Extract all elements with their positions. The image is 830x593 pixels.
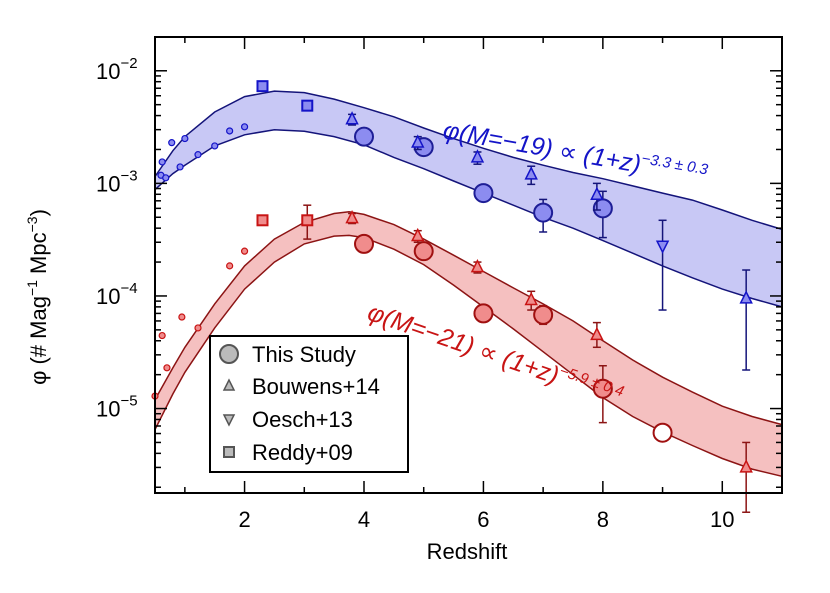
x-tick-label: 2 [238,507,250,532]
legend-label-bouwens: Bouwens+14 [252,374,380,399]
legend-markers [219,344,239,458]
marker-bouwens-14-red-6 [345,209,359,224]
annotation-blue-exponent: −3.3 ± 0.3 [640,150,710,178]
legend-label-this-study: This Study [252,342,356,367]
marker-small-dots-red-13 [178,313,186,321]
marker-bouwens-14-blue-2 [470,149,485,163]
marker-bouwens-14-red-11 [739,459,753,473]
marker-this-study-red-9 [592,378,613,399]
legend: This Study Bouwens+14 Oesch+13 Reddy+09 [209,335,409,473]
band-fill-blue [155,91,782,307]
points-layer [151,80,753,513]
marker-reddy-09-blue-0 [256,80,269,93]
y-tick-label: 10−2 [96,55,138,84]
marker-small-dots-blue-7 [211,142,219,150]
marker-this-study-blue-3 [533,202,554,223]
marker-oesch-13-blue-0 [655,240,670,254]
errorbar-oesch-13-blue-0 [658,219,667,311]
errorbar-bouwens-14-red-11 [742,441,751,513]
marker-small-dots-red-12 [163,364,171,372]
marker-this-study-red-7 [473,303,494,324]
x-tick-label: 6 [477,507,489,532]
marker-small-dots-blue-6 [194,151,202,159]
y-tick-label: 10−4 [96,280,138,309]
x-tick-label: 4 [358,507,370,532]
marker-reddy-09-blue-1 [301,99,314,112]
marker-reddy-09-red-3 [301,214,314,227]
marker-this-study-blue-0 [354,126,374,147]
marker-bouwens-14-blue-5 [739,290,753,304]
marker-small-dots-blue-3 [168,139,176,147]
band-lower-line-blue [154,128,783,308]
legend-box [209,335,409,473]
y-axis-title-sup-1: −1 [24,280,40,296]
marker-bouwens-14-red-10 [590,326,604,341]
marker-this-study-red-10 [652,422,673,443]
marker-this-study-blue-2 [473,183,494,204]
x-tick-label: 8 [597,507,609,532]
marker-bouwens-14-red-7 [411,227,425,242]
y-axis-title-part-1: φ (# Mag [26,296,51,385]
legend-label-reddy: Reddy+09 [252,440,353,465]
marker-bouwens-14-blue-1 [411,134,425,148]
legend-marker-triangle-down [222,414,236,427]
y-axis-title-part-3: ) [26,209,51,216]
y-axis-title: φ (# Mag−1 Mpc−3) [24,209,51,385]
errorbar-bouwens-14-blue-5 [742,269,751,371]
y-tick-label: 10−3 [96,167,138,196]
y-axis-title-sup-2: −3 [24,216,40,232]
marker-small-dots-red-14 [194,324,202,332]
marker-bouwens-14-red-9 [524,291,538,306]
legend-marker-square [223,446,235,458]
marker-bouwens-14-blue-3 [524,166,538,180]
marker-small-dots-blue-4 [176,163,184,171]
band-upper-line-blue [154,90,783,231]
axes: 2 4 6 8 10 10−5 10−4 10−3 10−2 [96,36,783,532]
marker-small-dots-red-16 [240,247,249,255]
legend-marker-circle [219,344,239,364]
x-tick-label: 10 [710,507,734,532]
marker-this-study-red-8 [533,304,554,325]
marker-bouwens-14-blue-4 [590,186,604,201]
plot-frame [154,36,783,494]
marker-small-dots-blue-5 [181,134,189,143]
marker-bouwens-14-blue-0 [345,111,359,125]
marker-small-dots-blue-1 [158,158,166,166]
legend-label-oesch: Oesch+13 [252,407,353,432]
x-axis-title: Redshift [427,539,508,564]
marker-this-study-red-5 [354,233,374,254]
legend-marker-triangle-up [222,378,236,391]
marker-small-dots-blue-8 [226,127,234,135]
band-upper-line-red [154,210,783,426]
band-fill-red [155,211,782,477]
marker-reddy-09-red-2 [256,214,269,227]
marker-small-dots-red-11 [158,331,166,340]
marker-small-dots-red-15 [226,262,234,270]
y-tick-label: 10−5 [96,393,138,422]
y-axis-title-part-2: Mpc [26,232,51,280]
marker-small-dots-blue-2 [162,174,170,182]
marker-bouwens-14-red-8 [470,258,485,273]
marker-small-dots-blue-9 [240,123,249,131]
marker-this-study-red-6 [413,241,434,262]
